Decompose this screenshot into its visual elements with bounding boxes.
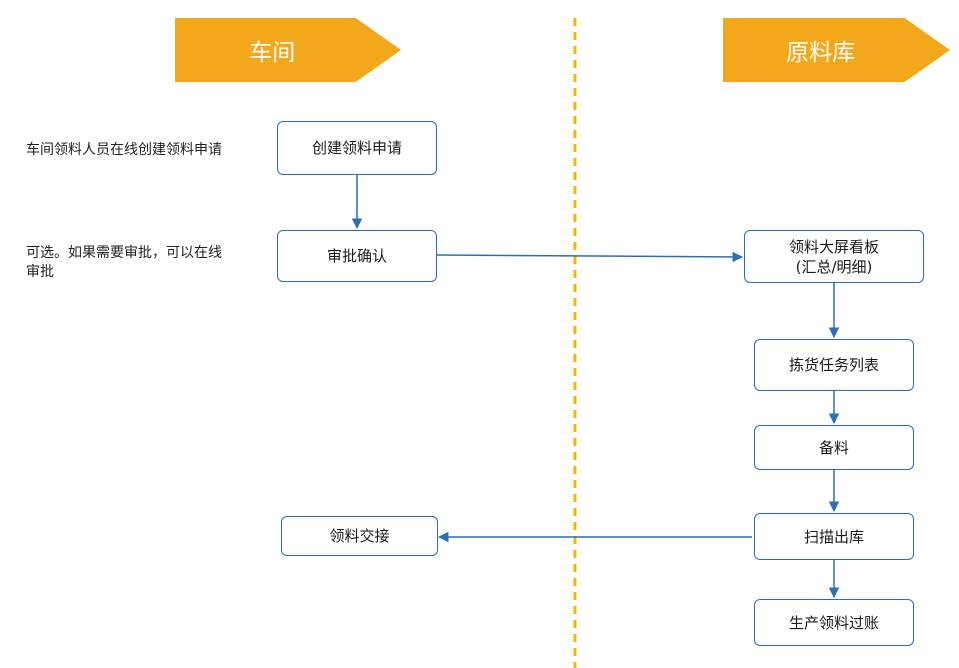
- node-handover-label: 领料交接: [329, 527, 390, 545]
- node-approval: 审批确认: [277, 230, 437, 282]
- node-board-label: 领料大屏看板 (汇总/明细): [788, 237, 879, 276]
- lane-title-warehouse: 原料库: [786, 40, 856, 66]
- node-scan-out: 扫描出库: [754, 513, 914, 560]
- lane-title-workshop: 车间: [249, 40, 296, 66]
- node-posting: 生产领料过账: [754, 599, 914, 646]
- node-board: 领料大屏看板 (汇总/明细): [744, 230, 924, 283]
- node-scan-out-label: 扫描出库: [803, 527, 864, 546]
- node-pick-tasks-label: 拣货任务列表: [788, 356, 879, 374]
- node-approval-label: 审批确认: [326, 247, 387, 265]
- node-handover: 领料交接: [281, 516, 438, 556]
- node-create-request: 创建领料申请: [277, 121, 437, 175]
- node-prepare: 备料: [754, 425, 914, 470]
- lane-banner-workshop: 车间: [175, 18, 401, 82]
- node-pick-tasks: 拣货任务列表: [754, 339, 914, 391]
- arrow-approval-to-board: [436, 251, 744, 263]
- node-posting-label: 生产领料过账: [788, 613, 879, 632]
- node-prepare-label: 备料: [818, 438, 849, 457]
- lane-banner-warehouse: 原料库: [723, 18, 950, 82]
- note-create-request: 车间领料人员在线创建领料申请: [26, 142, 222, 158]
- node-create-request-label: 创建领料申请: [311, 139, 402, 157]
- note-approval: 可选。如果需要审批，可以在线审批: [26, 245, 222, 280]
